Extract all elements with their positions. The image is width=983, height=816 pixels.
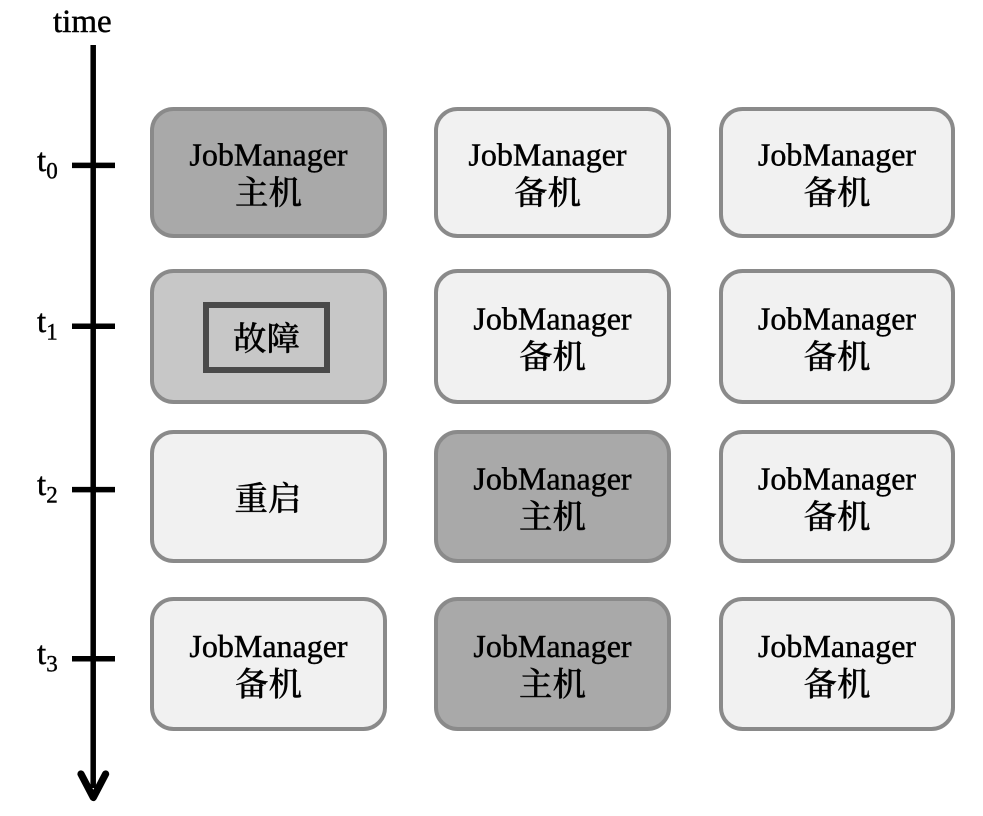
svg-text:JobManager: JobManager bbox=[473, 301, 632, 337]
svg-text:JobManager: JobManager bbox=[473, 628, 632, 664]
svg-text:JobManager: JobManager bbox=[758, 301, 917, 337]
svg-text:t: t bbox=[37, 143, 46, 179]
svg-text:JobManager: JobManager bbox=[189, 628, 348, 664]
svg-text:1: 1 bbox=[46, 319, 58, 344]
svg-text:t: t bbox=[37, 467, 46, 503]
svg-text:JobManager: JobManager bbox=[468, 137, 627, 173]
svg-text:t: t bbox=[37, 636, 46, 672]
svg-text:JobManager: JobManager bbox=[189, 137, 348, 173]
svg-text:3: 3 bbox=[46, 652, 58, 677]
svg-text:time: time bbox=[53, 4, 112, 40]
svg-text:JobManager: JobManager bbox=[758, 137, 917, 173]
svg-text:JobManager: JobManager bbox=[758, 461, 917, 497]
svg-text:t: t bbox=[37, 304, 46, 340]
svg-text:2: 2 bbox=[46, 483, 58, 508]
svg-text:0: 0 bbox=[46, 158, 58, 183]
svg-text:JobManager: JobManager bbox=[758, 628, 917, 664]
svg-text:JobManager: JobManager bbox=[473, 461, 632, 497]
